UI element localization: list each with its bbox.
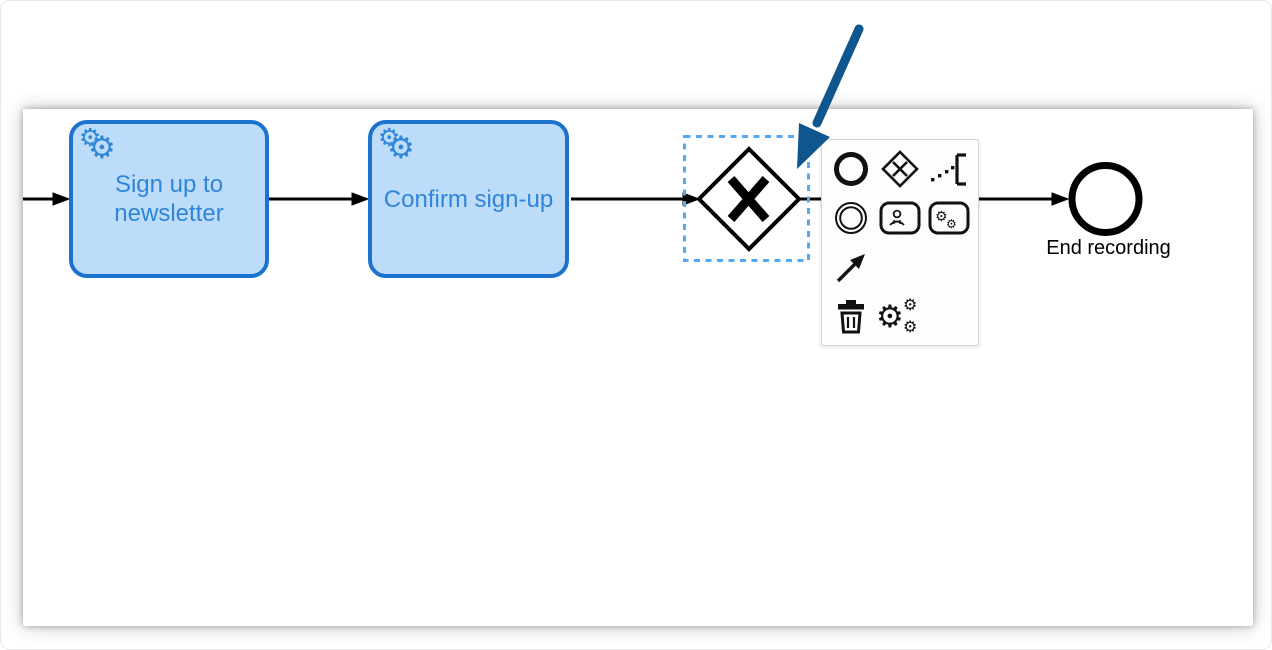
selection-outline <box>683 135 810 262</box>
sequence-flow-task2-gateway[interactable] <box>571 192 701 206</box>
service-task-gear-icon: ⚙⚙ <box>378 124 415 165</box>
sequence-flow-into-task1[interactable] <box>23 192 71 206</box>
append-gateway-icon[interactable] <box>875 144 924 193</box>
sequence-flow-task1-task2[interactable] <box>269 192 370 206</box>
svg-text:⚙: ⚙ <box>876 299 904 335</box>
arrowhead-icon <box>351 192 370 206</box>
task-label: Sign up to <box>114 171 224 198</box>
append-service-task-icon[interactable]: ⚙ ⚙ <box>924 193 973 242</box>
task-confirm-sign-up[interactable]: ⚙⚙ Confirm sign-up <box>368 120 569 278</box>
context-pad: ⚙ ⚙ ⚙ ⚙ ⚙ <box>821 139 979 346</box>
end-event[interactable] <box>1068 162 1143 236</box>
append-text-annotation-icon[interactable] <box>924 144 973 193</box>
arrowhead-icon <box>1051 192 1070 206</box>
pad-spacer <box>875 242 924 291</box>
svg-text:⚙: ⚙ <box>903 317 917 336</box>
append-user-task-icon[interactable] <box>875 193 924 242</box>
arrowhead-icon <box>52 192 71 206</box>
svg-text:⚙: ⚙ <box>903 295 917 314</box>
xor-marker-icon <box>727 176 770 222</box>
append-intermediate-event-icon[interactable] <box>826 193 875 242</box>
append-end-event-icon[interactable] <box>826 144 875 193</box>
delete-icon[interactable] <box>826 291 875 340</box>
svg-text:⚙: ⚙ <box>946 217 957 231</box>
pad-spacer <box>924 242 973 291</box>
end-event-label[interactable]: End recording <box>1046 237 1171 259</box>
svg-text:⚙: ⚙ <box>935 209 948 225</box>
arrowhead-icon <box>682 192 701 206</box>
exclusive-gateway[interactable] <box>696 146 802 252</box>
task-label: newsletter <box>114 200 224 227</box>
change-element-icon[interactable]: ⚙ ⚙ ⚙ <box>875 291 924 340</box>
connect-tool-icon[interactable] <box>826 242 875 291</box>
task-sign-up-to-newsletter[interactable]: ⚙⚙ Sign up to newsletter <box>69 120 269 278</box>
service-task-gear-icon: ⚙⚙ <box>79 124 116 165</box>
task-label: Confirm sign-up <box>383 185 554 213</box>
